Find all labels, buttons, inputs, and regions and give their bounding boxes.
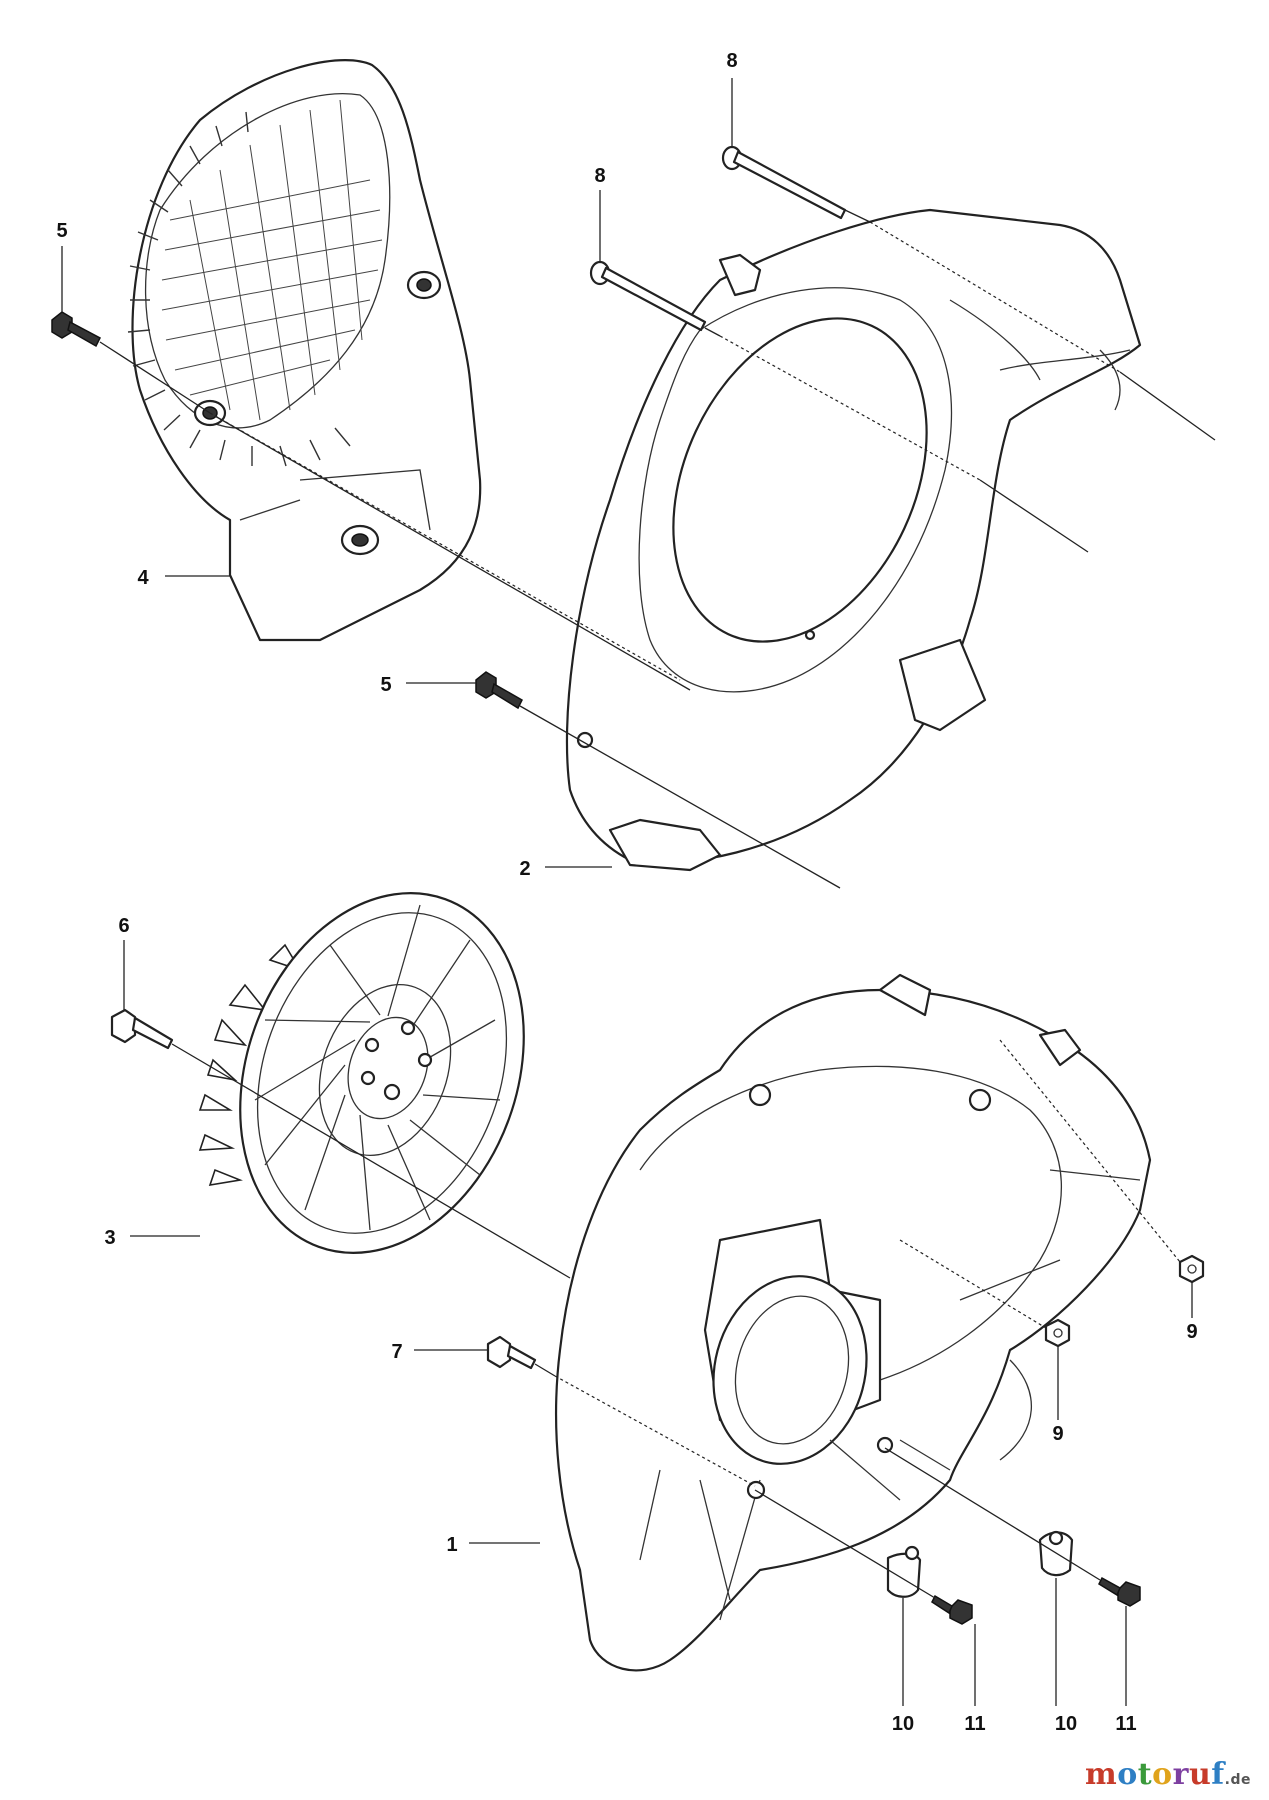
screw-5-mid — [475, 671, 523, 710]
callout-11-a: 11 — [964, 1713, 985, 1735]
screw-8-mid — [589, 260, 707, 332]
screw-6 — [110, 1008, 174, 1050]
motoruf-logo: motoruf.de — [1084, 1757, 1251, 1792]
screw-7 — [486, 1335, 537, 1370]
callout-6: 6 — [118, 915, 129, 937]
clamp-10-b — [1038, 1530, 1074, 1577]
callout-10-b: 10 — [1055, 1713, 1077, 1735]
callout-2: 2 — [519, 858, 530, 880]
part-3-fan-wheel — [198, 892, 525, 1254]
callout-5-mid: 5 — [380, 674, 391, 696]
callout-8-mid: 8 — [594, 165, 605, 187]
callout-9-right: 9 — [1186, 1321, 1197, 1343]
callout-labels: 8 8 5 4 5 2 6 3 7 9 9 1 10 11 10 11 — [56, 50, 1197, 1735]
nut-9-right — [1178, 1254, 1205, 1284]
callout-1: 1 — [446, 1534, 457, 1556]
nut-9-mid — [1044, 1318, 1071, 1348]
screw-8-top — [721, 145, 847, 220]
callout-7: 7 — [391, 1341, 402, 1363]
callout-11-b: 11 — [1115, 1713, 1136, 1735]
screw-11-b — [1098, 1576, 1141, 1607]
screw-5-top — [51, 311, 101, 348]
callout-leaders — [61, 78, 1193, 1706]
callout-3: 3 — [104, 1227, 115, 1249]
callout-4: 4 — [137, 567, 149, 589]
clamp-10-a — [886, 1545, 922, 1598]
assembly-lines — [99, 209, 1216, 1599]
screw-11-a — [931, 1594, 973, 1625]
part-2-fan-cover — [565, 208, 1142, 872]
part-4-grille-cover — [127, 59, 482, 642]
callout-9-mid: 9 — [1052, 1423, 1063, 1445]
callout-8-top: 8 — [726, 50, 737, 72]
callout-5-top: 5 — [56, 220, 67, 242]
part-1-fan-housing — [554, 973, 1152, 1672]
callout-10-a: 10 — [892, 1713, 914, 1735]
